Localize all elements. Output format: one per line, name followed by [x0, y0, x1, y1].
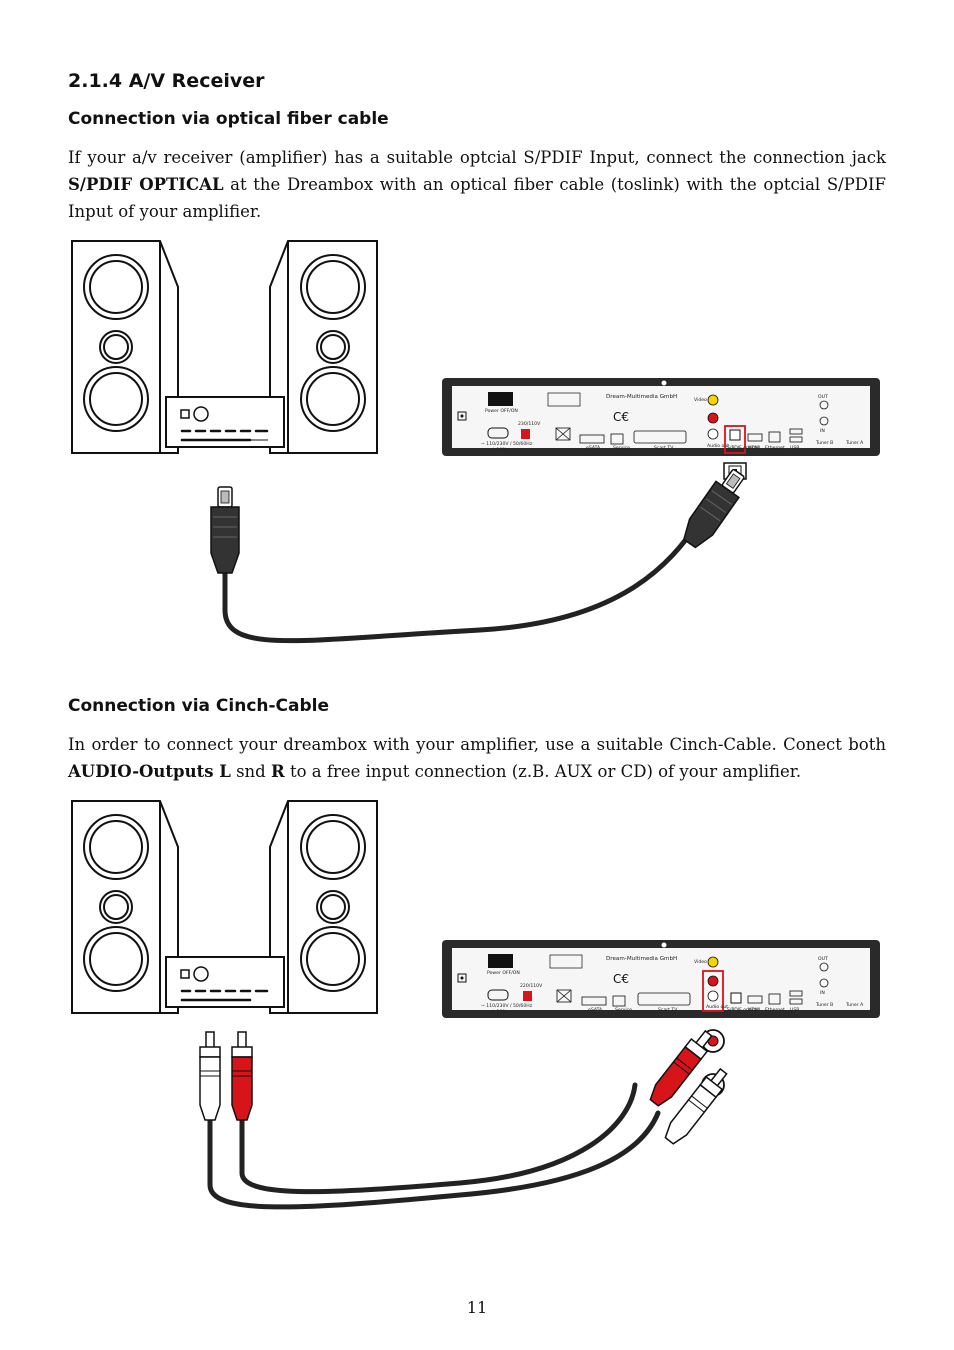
optical-text-c: at the Dreambox with an optical fiber ca…: [68, 175, 886, 221]
voltage-tolerance-label: +/- 10%: [488, 447, 507, 453]
optical-text-a: If your a/v receiver (amplifier) has a s…: [68, 148, 886, 167]
audio-outputs-term: AUDIO-Outputs L: [68, 762, 231, 781]
cinch-heading: Connection via Cinch-Cable: [68, 696, 330, 716]
tuner-out-label: OUT: [818, 394, 828, 400]
voltage-switch-label: 220/110V: [520, 983, 543, 989]
brand-label: Dream-Multimedia GmbH: [606, 394, 677, 400]
cinch-paragraph: In order to connect your dreambox with y…: [68, 731, 886, 785]
tuner-a-label: Tuner A: [845, 1002, 864, 1008]
service-label: Service: [615, 1007, 632, 1013]
esata-label: eSATA: [588, 1007, 603, 1013]
page-number: 11: [466, 1298, 488, 1317]
section-title: 2.1.4 A/V Receiver: [68, 70, 265, 92]
spdif-highlight: [724, 425, 746, 454]
speaker-system: [71, 240, 378, 454]
optical-connection-figure: Power OFF/ON ~ 110/230V / 50/60Hz +/- 10…: [60, 235, 890, 665]
cinch-cable: [199, 1029, 728, 1210]
spdif-label: S/PDIF optical: [727, 1007, 759, 1013]
hdmi-label: HDMI: [748, 1007, 760, 1013]
video-out-label: Video out: [694, 959, 716, 965]
cinch-text-a: In order to connect your dreambox with y…: [68, 735, 886, 754]
ethernet-label: Ethernet: [765, 445, 785, 451]
power-label: Power OFF/ON: [487, 970, 520, 976]
hdmi-label: HDMI: [748, 445, 760, 451]
rca-plug-white-amp: [199, 1031, 221, 1121]
optical-paragraph: If your a/v receiver (amplifier) has a s…: [68, 144, 886, 225]
voltage-tolerance-label: +/- 10%: [488, 1009, 507, 1015]
rca-plug-red-amp: [231, 1031, 253, 1121]
optical-heading: Connection via optical fiber cable: [68, 109, 389, 129]
scart-label: Scart TV: [654, 445, 674, 451]
speaker-system: [71, 800, 378, 1014]
audio-out-highlight: [702, 970, 724, 1012]
tuner-b-label: Tuner B: [815, 1002, 833, 1008]
service-label: Service: [613, 445, 630, 451]
rca-plug-white-box: [664, 1067, 728, 1145]
cinch-text-e: to a free input connection (z.B. AUX or …: [284, 762, 802, 781]
svg-text:C€: C€: [613, 972, 629, 986]
amplifier: [165, 956, 285, 1008]
voltage-switch-label: 230/110V: [518, 421, 541, 427]
audio-out-label: Audio out: [706, 1004, 728, 1010]
cinch-text-c: snd: [230, 762, 271, 781]
tuner-b-label: Tuner B: [815, 440, 833, 446]
tuner-in-label: IN: [820, 990, 825, 996]
optical-cable: [210, 468, 745, 644]
spdif-label: S/PDIF optical: [727, 445, 759, 451]
rca-plug-red-box: [649, 1029, 713, 1107]
right-channel-term: R: [270, 762, 285, 781]
scart-label: Scart TV: [658, 1007, 678, 1013]
spdif-optical-term: S/PDIF OPTICAL: [68, 175, 224, 194]
esata-label: eSATA: [586, 445, 601, 451]
voltage-label: ~ 110/230V / 50/60Hz: [481, 441, 533, 447]
usb-label: USB: [790, 1007, 799, 1013]
usb-label: USB: [790, 445, 799, 451]
dreambox-rear-panel: Power OFF/ON ~ 110/230V / 50/60Hz +/- 10…: [442, 378, 880, 480]
power-label: Power OFF/ON: [485, 408, 518, 414]
voltage-label: ~ 110/230V / 50/60Hz: [481, 1003, 533, 1009]
video-out-label: Video out: [694, 397, 716, 403]
tuner-in-label: IN: [820, 428, 825, 434]
dreambox-rear-panel: Power OFF/ON ~ 110/230V / 50/60Hz +/- 10…: [442, 940, 880, 1097]
audio-out-label: Audio out: [707, 443, 729, 449]
tuner-out-label: OUT: [818, 956, 828, 962]
cinch-connection-figure: Power OFF/ON ~ 110/230V / 50/60Hz +/- 10…: [60, 795, 890, 1235]
svg-text:C€: C€: [613, 410, 629, 424]
ethernet-label: Ethernet: [765, 1007, 785, 1013]
tuner-a-label: Tuner A: [845, 440, 864, 446]
amplifier: [165, 396, 285, 448]
brand-label: Dream-Multimedia GmbH: [606, 956, 677, 962]
